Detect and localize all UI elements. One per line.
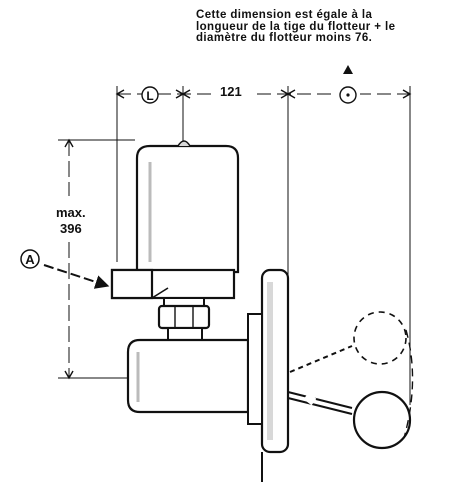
float-rod-raised bbox=[289, 345, 353, 373]
height-tick-top bbox=[64, 138, 74, 148]
float-housing bbox=[135, 144, 240, 274]
flange-plate bbox=[260, 268, 290, 454]
float-rod-upper-edge bbox=[287, 391, 353, 409]
label-gap bbox=[212, 86, 252, 102]
dim-tick-5 bbox=[286, 89, 296, 99]
center-symbol-dot bbox=[346, 93, 350, 97]
housing-cap bbox=[177, 140, 191, 147]
float-ball-lower bbox=[352, 390, 412, 450]
triangle-marker-icon bbox=[343, 65, 353, 74]
marker-l-text: L bbox=[146, 89, 153, 103]
dim-tick-6 bbox=[402, 89, 412, 99]
marker-a-circle bbox=[20, 249, 40, 269]
dimension-height-value: 396 bbox=[60, 221, 82, 236]
note-line-3: diamètre du flotteur moins 76. bbox=[196, 32, 373, 44]
note-line-2: longueur de la tige du flotteur + le bbox=[196, 20, 396, 33]
flange-hub bbox=[247, 313, 263, 425]
swing-arc bbox=[403, 329, 414, 439]
dimension-width-label: 121 bbox=[220, 84, 242, 99]
terminal-line bbox=[151, 287, 169, 299]
marker-a-text: A bbox=[25, 252, 35, 267]
float-rod-lower-edge bbox=[287, 397, 353, 415]
height-tick-bottom bbox=[64, 370, 74, 380]
dimension-note: Cette dimension est égale à la longueur … bbox=[196, 9, 446, 45]
dim-tick-3 bbox=[181, 89, 191, 99]
float-ball-raised bbox=[353, 311, 407, 365]
marker-l-circle bbox=[141, 86, 159, 104]
hex-nut bbox=[157, 304, 211, 330]
dim-tick-1 bbox=[115, 89, 125, 99]
marker-a-leader bbox=[43, 264, 110, 289]
dimension-height-prefix: max. bbox=[56, 205, 86, 220]
note-line-1: Cette dimension est égale à la bbox=[196, 9, 373, 21]
float-rod-gap bbox=[303, 392, 317, 406]
pipe-body bbox=[126, 338, 250, 414]
terminal-notch bbox=[110, 268, 154, 300]
